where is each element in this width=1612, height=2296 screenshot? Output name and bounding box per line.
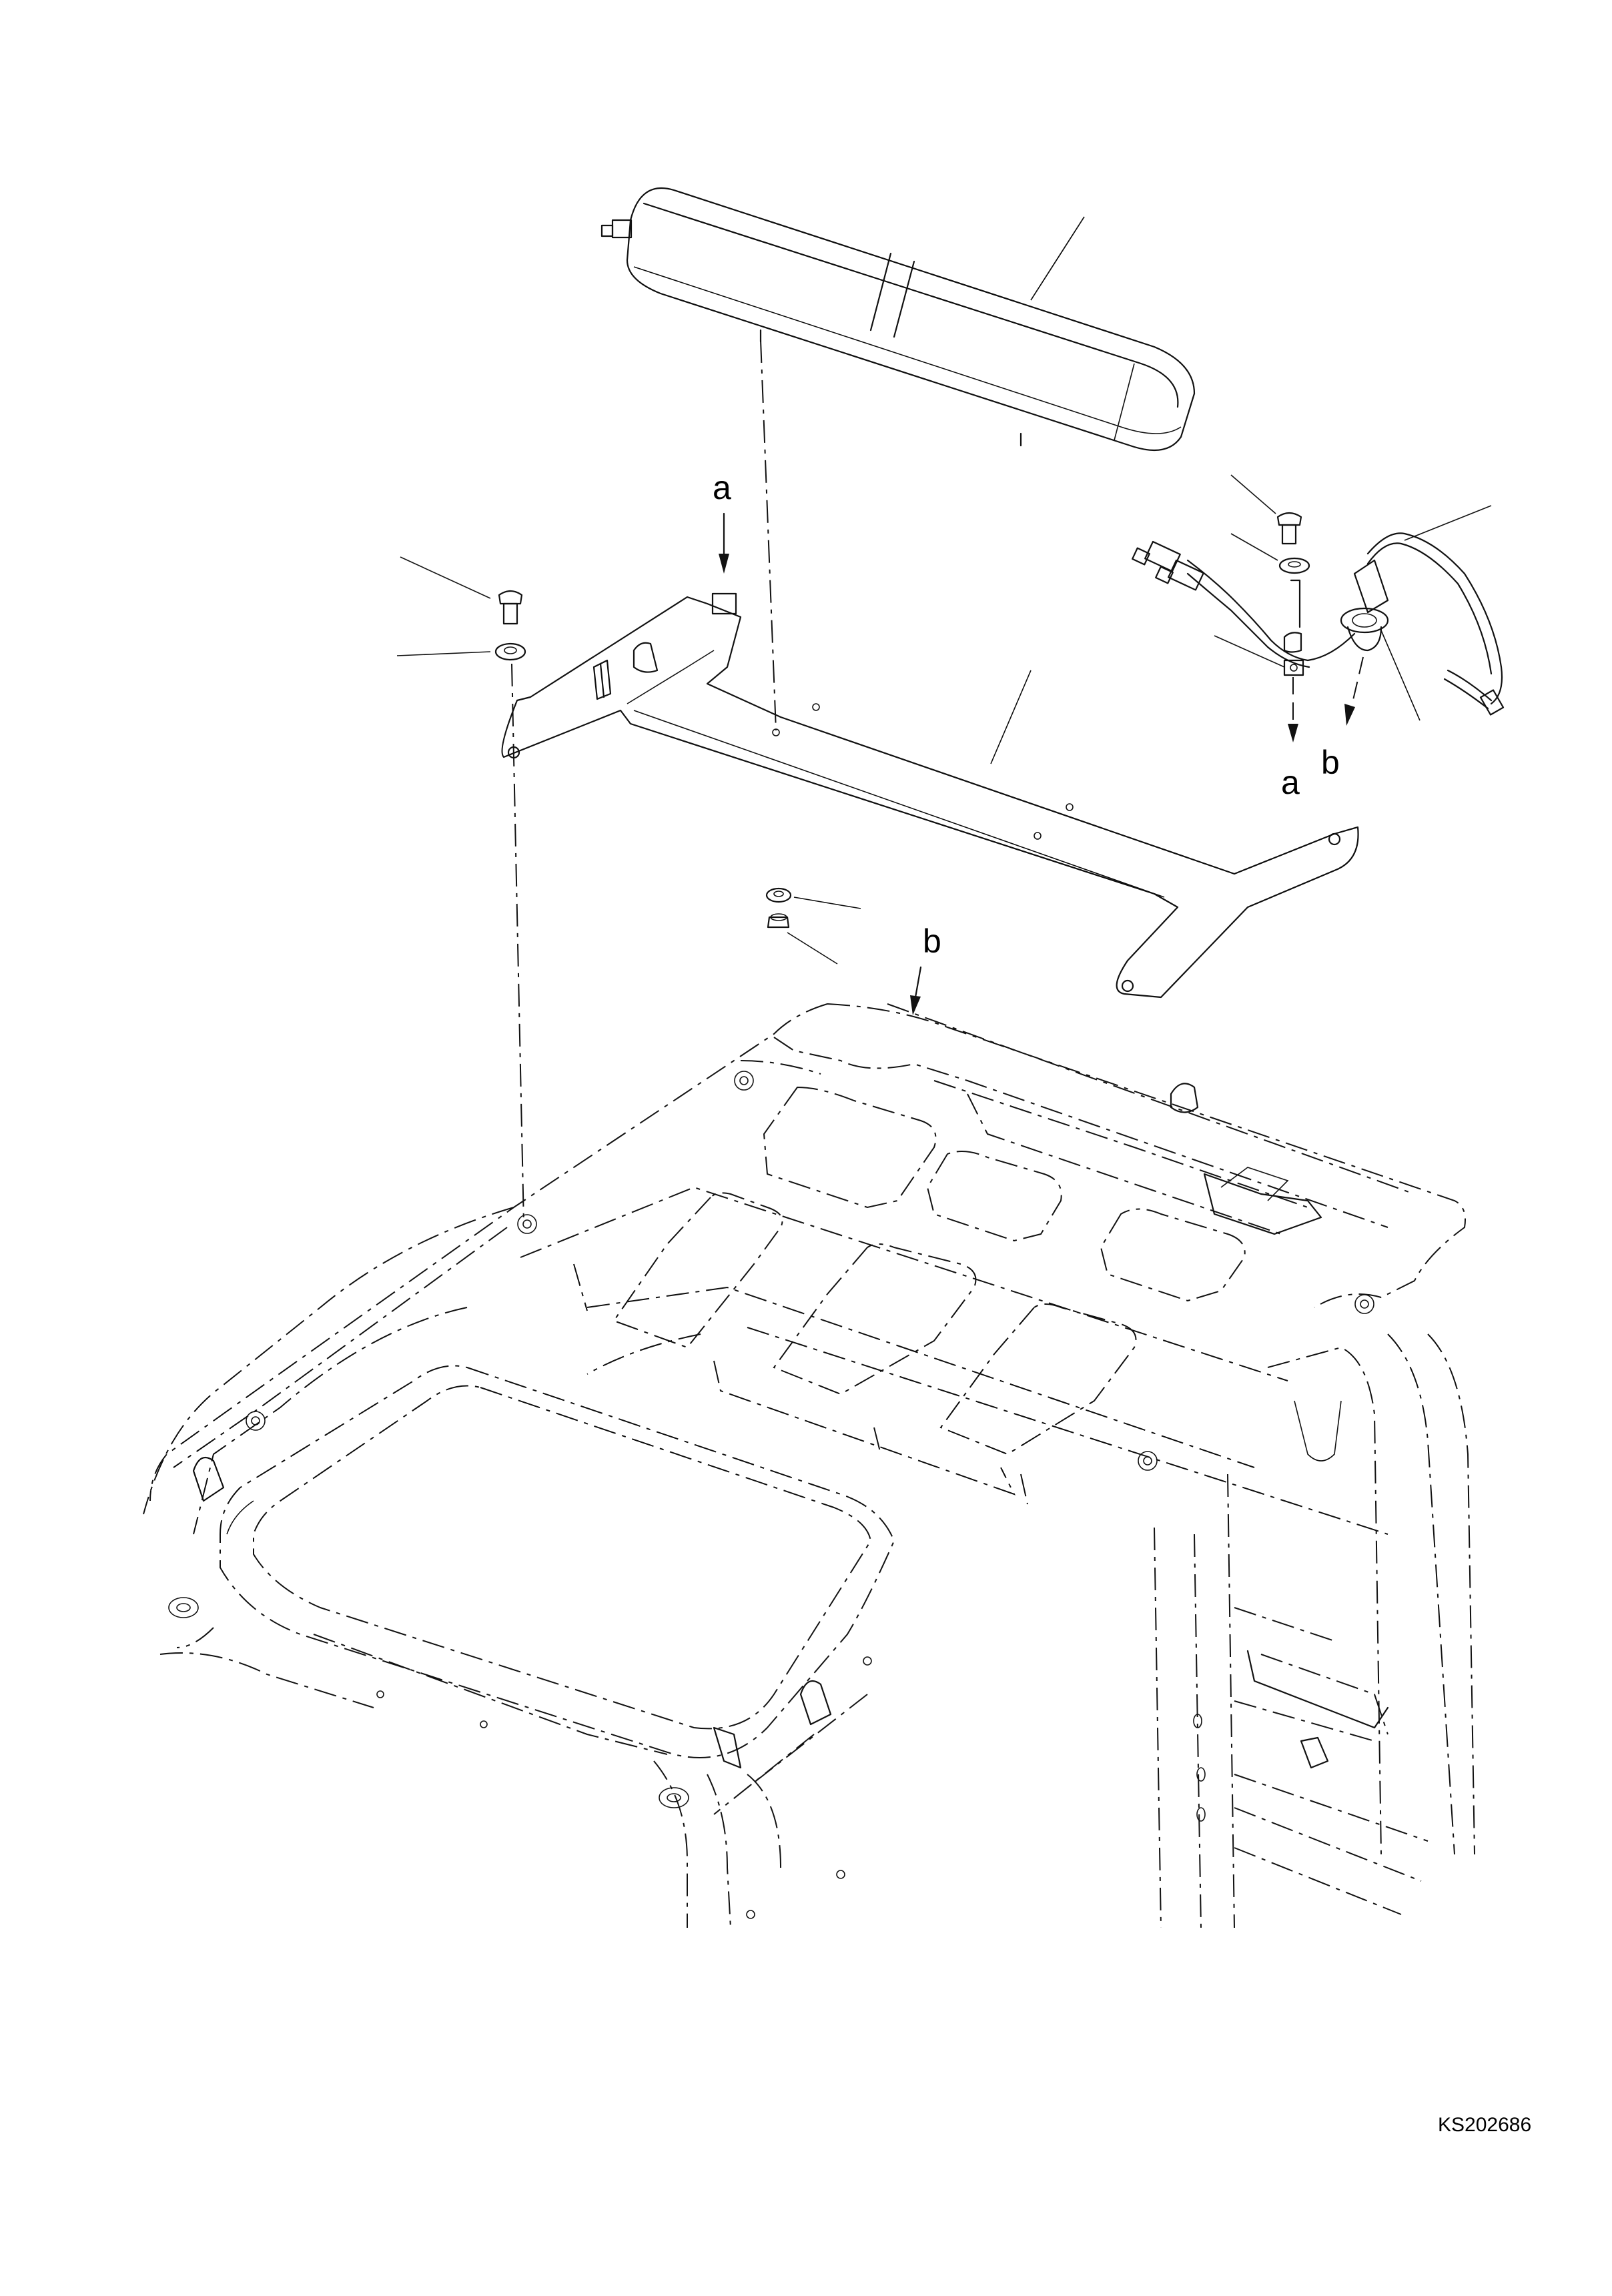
washer-left [396,642,526,661]
washer-right [1230,533,1310,574]
leader-harness [1404,505,1492,541]
bolt-left [400,556,523,625]
light-bar [600,187,1196,452]
bolt-right [1230,474,1302,545]
label-a-top: a [713,469,731,506]
leader-light-bar [1030,216,1085,301]
washer-center [765,887,861,909]
arrow-b-cab [910,966,922,1015]
label-b-cab: b [923,923,941,960]
cab-roof [143,1003,1466,1726]
leader-bracket [990,670,1032,764]
centerline-bolt-left [511,663,524,1225]
arrow-a-wire [1288,677,1298,742]
arrow-a-top [719,512,729,574]
label-b-wire: b [1321,744,1340,781]
arrow-b-wire [1344,656,1364,726]
drawing-code: KS202686 [1438,2114,1531,2136]
cab-frame [159,1333,1475,1928]
mounting-bracket [501,592,1359,999]
wire-harness [1132,532,1505,716]
leader-clip [1214,635,1285,668]
nut-center [767,913,838,965]
label-a-wire: a [1281,764,1300,801]
cab-windshield [220,1365,895,1758]
centerline-light-bar [760,340,777,731]
leader-grommet [1380,630,1421,721]
